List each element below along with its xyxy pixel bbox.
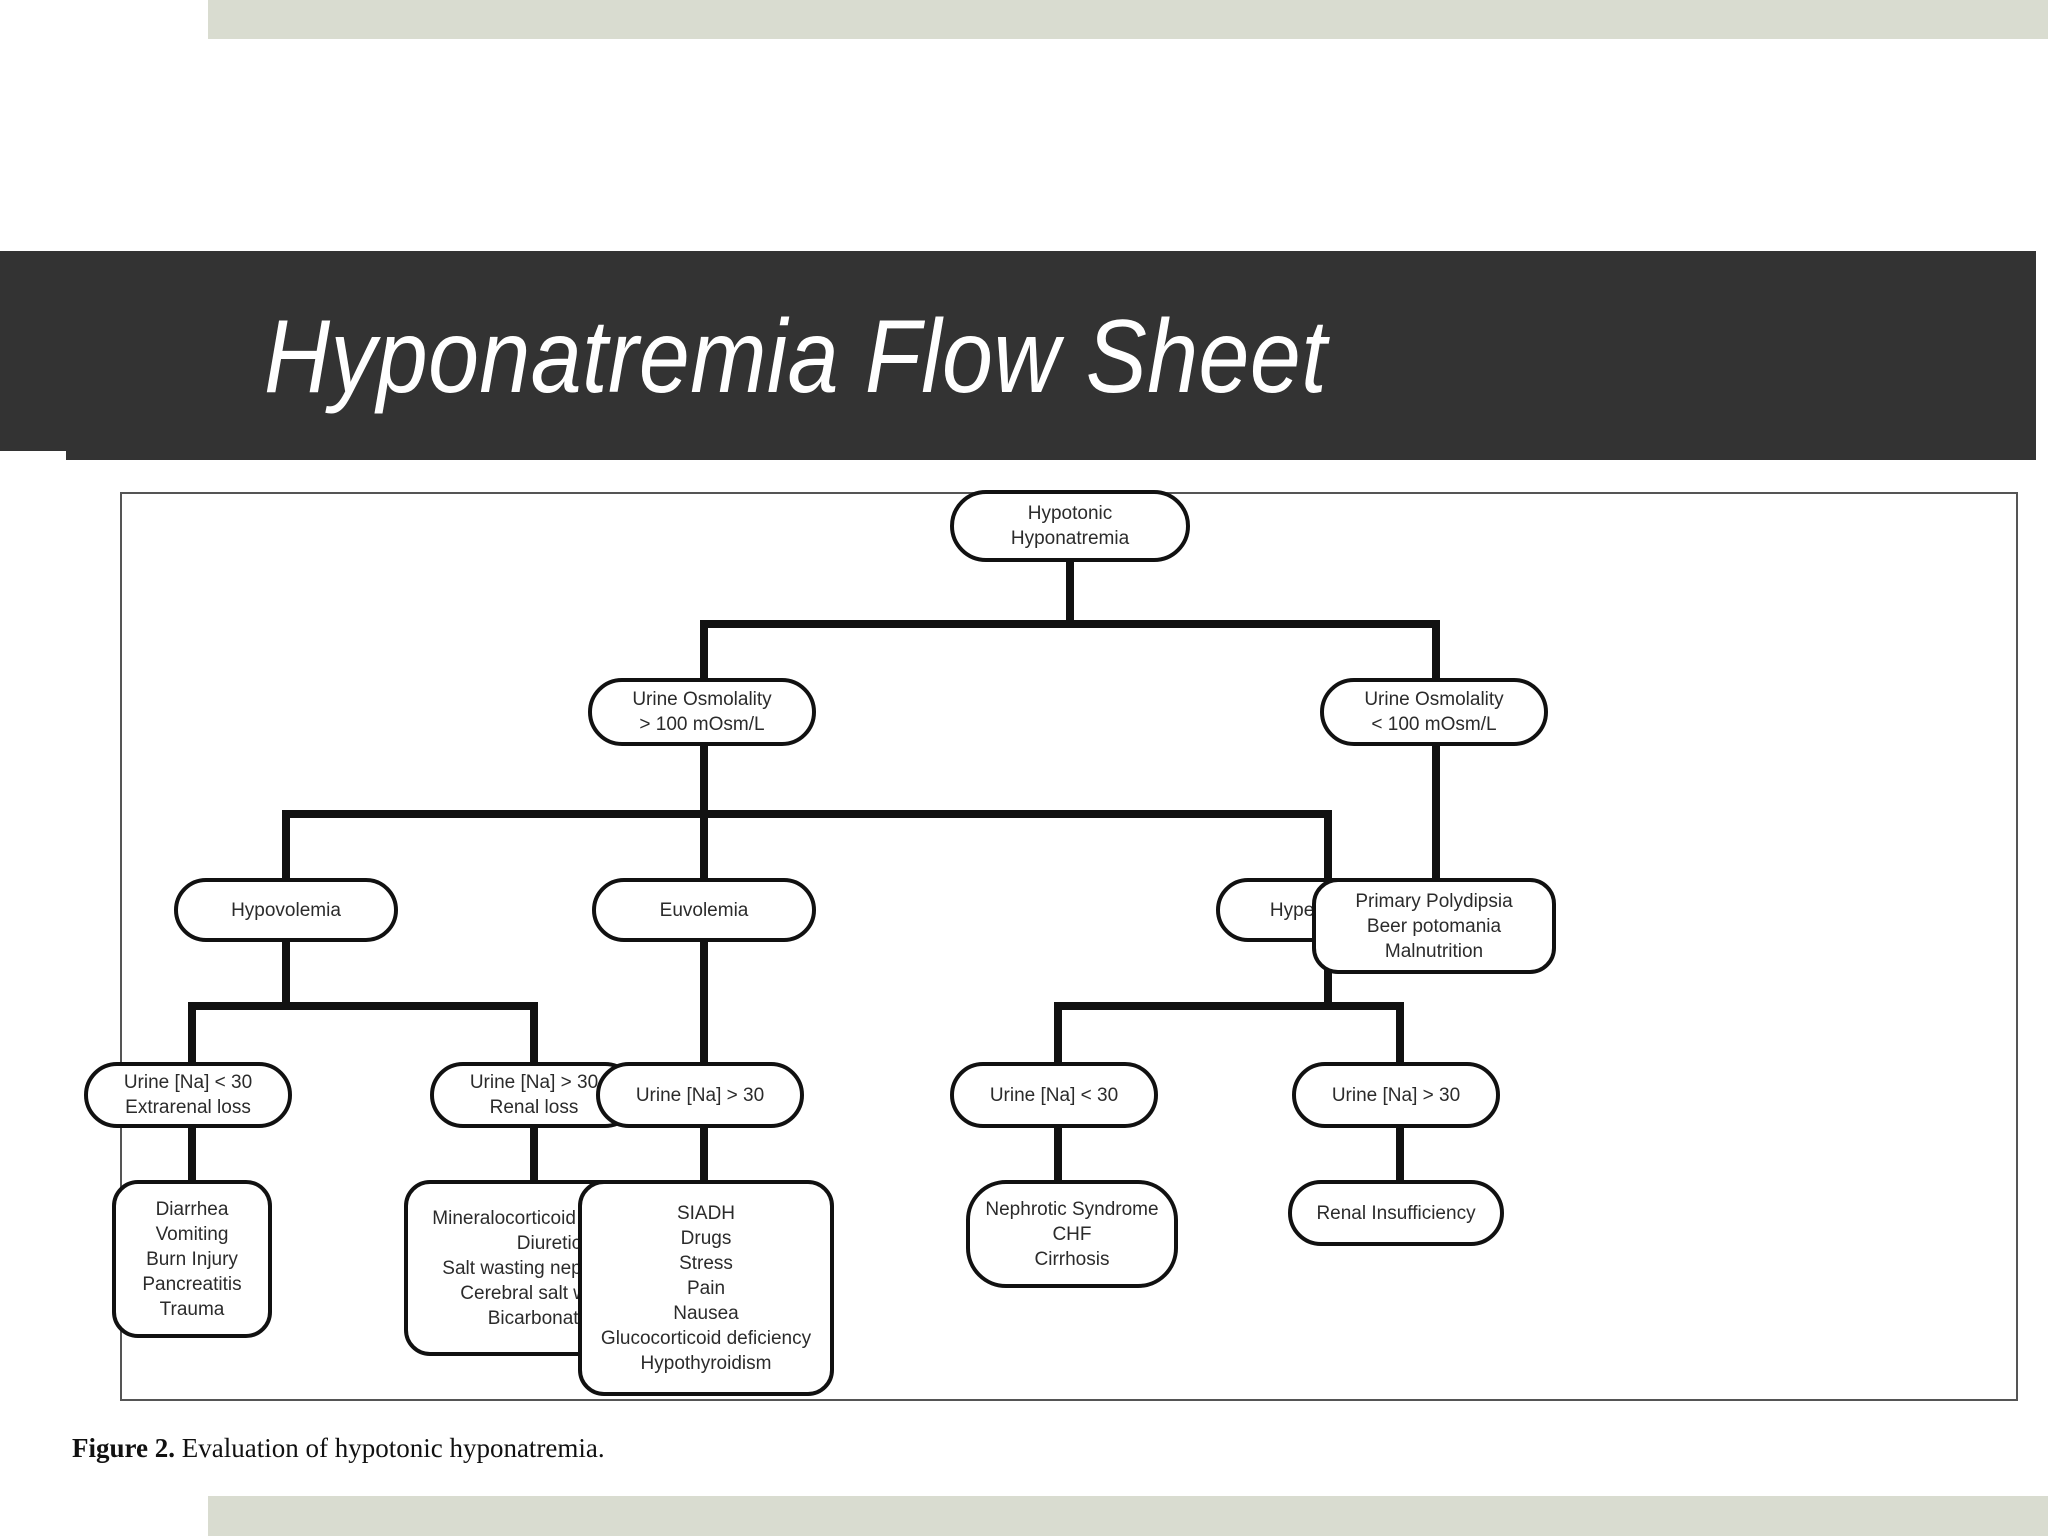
node-extrarenal-loss-causes[interactable]: Diarrhea Vomiting Burn Injury Pancreatit… <box>112 1180 272 1338</box>
figure-frame: Hypotonic Hyponatremia Urine Osmolality … <box>84 490 2018 1401</box>
edge-hypovol-bus <box>188 1002 538 1010</box>
edge-bus-to-euvol <box>700 810 708 882</box>
figure-caption-text: Evaluation of hypotonic hyponatremia. <box>181 1433 605 1463</box>
node-label: Nephrotic Syndrome CHF Cirrhosis <box>985 1198 1159 1270</box>
node-label: Primary Polydipsia Beer potomania Malnut… <box>1355 890 1513 962</box>
edge-bus-to-hypo-na-high <box>530 1002 538 1066</box>
edge-to-hyper-low-causes <box>1054 1124 1062 1184</box>
node-label: Hypovolemia <box>231 899 341 921</box>
node-label: Urine Osmolality > 100 mOsm/L <box>632 689 772 735</box>
figure-caption: Figure 2. Evaluation of hypotonic hypona… <box>72 1432 1272 1464</box>
edge-bus-to-uosmhigh <box>700 620 708 686</box>
edge-bus-to-hypo-na-low <box>188 1002 196 1066</box>
node-euvolemia-urine-na-high[interactable]: Urine [Na] > 30 <box>596 1062 804 1128</box>
figure-caption-label: Figure 2. <box>72 1433 175 1463</box>
node-label: Renal Insufficiency <box>1316 1202 1476 1224</box>
node-hypervolemia-urine-na-low[interactable]: Urine [Na] < 30 <box>950 1062 1158 1128</box>
top-accent-bar <box>208 0 2048 39</box>
node-label: Hypotonic Hyponatremia <box>1010 503 1130 549</box>
node-euvolemia[interactable]: Euvolemia <box>592 878 816 942</box>
node-hypovolemia[interactable]: Hypovolemia <box>174 878 398 942</box>
edge-hypovol-stem <box>282 938 290 1008</box>
edge-bus-to-uosmlow <box>1432 620 1440 686</box>
node-urine-osmolality-high[interactable]: Urine Osmolality > 100 mOsm/L <box>588 678 816 746</box>
node-hypovolemia-urine-na-low[interactable]: Urine [Na] < 30 Extrarenal loss <box>84 1062 292 1128</box>
node-label: Urine [Na] > 30 <box>1331 1084 1461 1106</box>
node-hypervolemic-na-low-causes[interactable]: Nephrotic Syndrome CHF Cirrhosis <box>966 1180 1178 1288</box>
edge-to-euvolemic-causes <box>700 1124 708 1184</box>
node-label: Urine [Na] > 30 Renal loss <box>469 1072 599 1118</box>
node-urine-osmolality-low[interactable]: Urine Osmolality < 100 mOsm/L <box>1320 678 1548 746</box>
node-label: Urine Osmolality < 100 mOsm/L <box>1364 689 1504 735</box>
title-band <box>0 251 2036 460</box>
edge-uosmhigh-stem <box>700 742 708 816</box>
edge-bus-to-hyper-na-low <box>1054 1002 1062 1066</box>
edge-bus-to-hyper-na-high <box>1396 1002 1404 1066</box>
edge-euvol-to-na <box>700 938 708 1066</box>
page-title: Hyponatremia Flow Sheet <box>264 299 1328 415</box>
edge-to-extrarenal-causes <box>188 1124 196 1184</box>
node-euvolemic-causes[interactable]: SIADH Drugs Stress Pain Nausea Glucocort… <box>578 1180 834 1396</box>
edge-root-stem <box>1066 558 1074 626</box>
edge-bus-to-hypervol <box>1324 810 1332 882</box>
node-hypervolemic-na-high-causes[interactable]: Renal Insufficiency <box>1288 1180 1504 1246</box>
node-hypotonic-hyponatremia[interactable]: Hypotonic Hyponatremia <box>950 490 1190 562</box>
edge-to-hyper-high-causes <box>1396 1124 1404 1184</box>
node-label: Diarrhea Vomiting Burn Injury Pancreatit… <box>142 1198 242 1320</box>
node-label: Urine [Na] < 30 Extrarenal loss <box>123 1072 253 1118</box>
edge-level1-bus <box>700 620 1440 628</box>
node-label: Euvolemia <box>659 899 749 921</box>
edge-hypervol-bus <box>1054 1002 1404 1010</box>
bottom-accent-bar <box>208 1496 2048 1536</box>
flowchart: Hypotonic Hyponatremia Urine Osmolality … <box>84 490 2016 1399</box>
edge-to-renal-causes <box>530 1124 538 1184</box>
edge-uosmlow-to-polydipsia <box>1432 742 1440 882</box>
node-label: Urine [Na] < 30 <box>989 1084 1119 1106</box>
node-label: Urine [Na] > 30 <box>635 1084 765 1106</box>
node-hypervolemia-urine-na-high[interactable]: Urine [Na] > 30 <box>1292 1062 1500 1128</box>
node-label: SIADH Drugs Stress Pain Nausea Glucocort… <box>600 1202 812 1374</box>
node-primary-polydipsia[interactable]: Primary Polydipsia Beer potomania Malnut… <box>1312 878 1556 974</box>
edge-level2-bus <box>282 810 1332 818</box>
title-band-notch <box>0 451 66 460</box>
edge-hypervol-stem <box>1324 938 1332 1008</box>
edge-bus-to-hypovol <box>282 810 290 882</box>
